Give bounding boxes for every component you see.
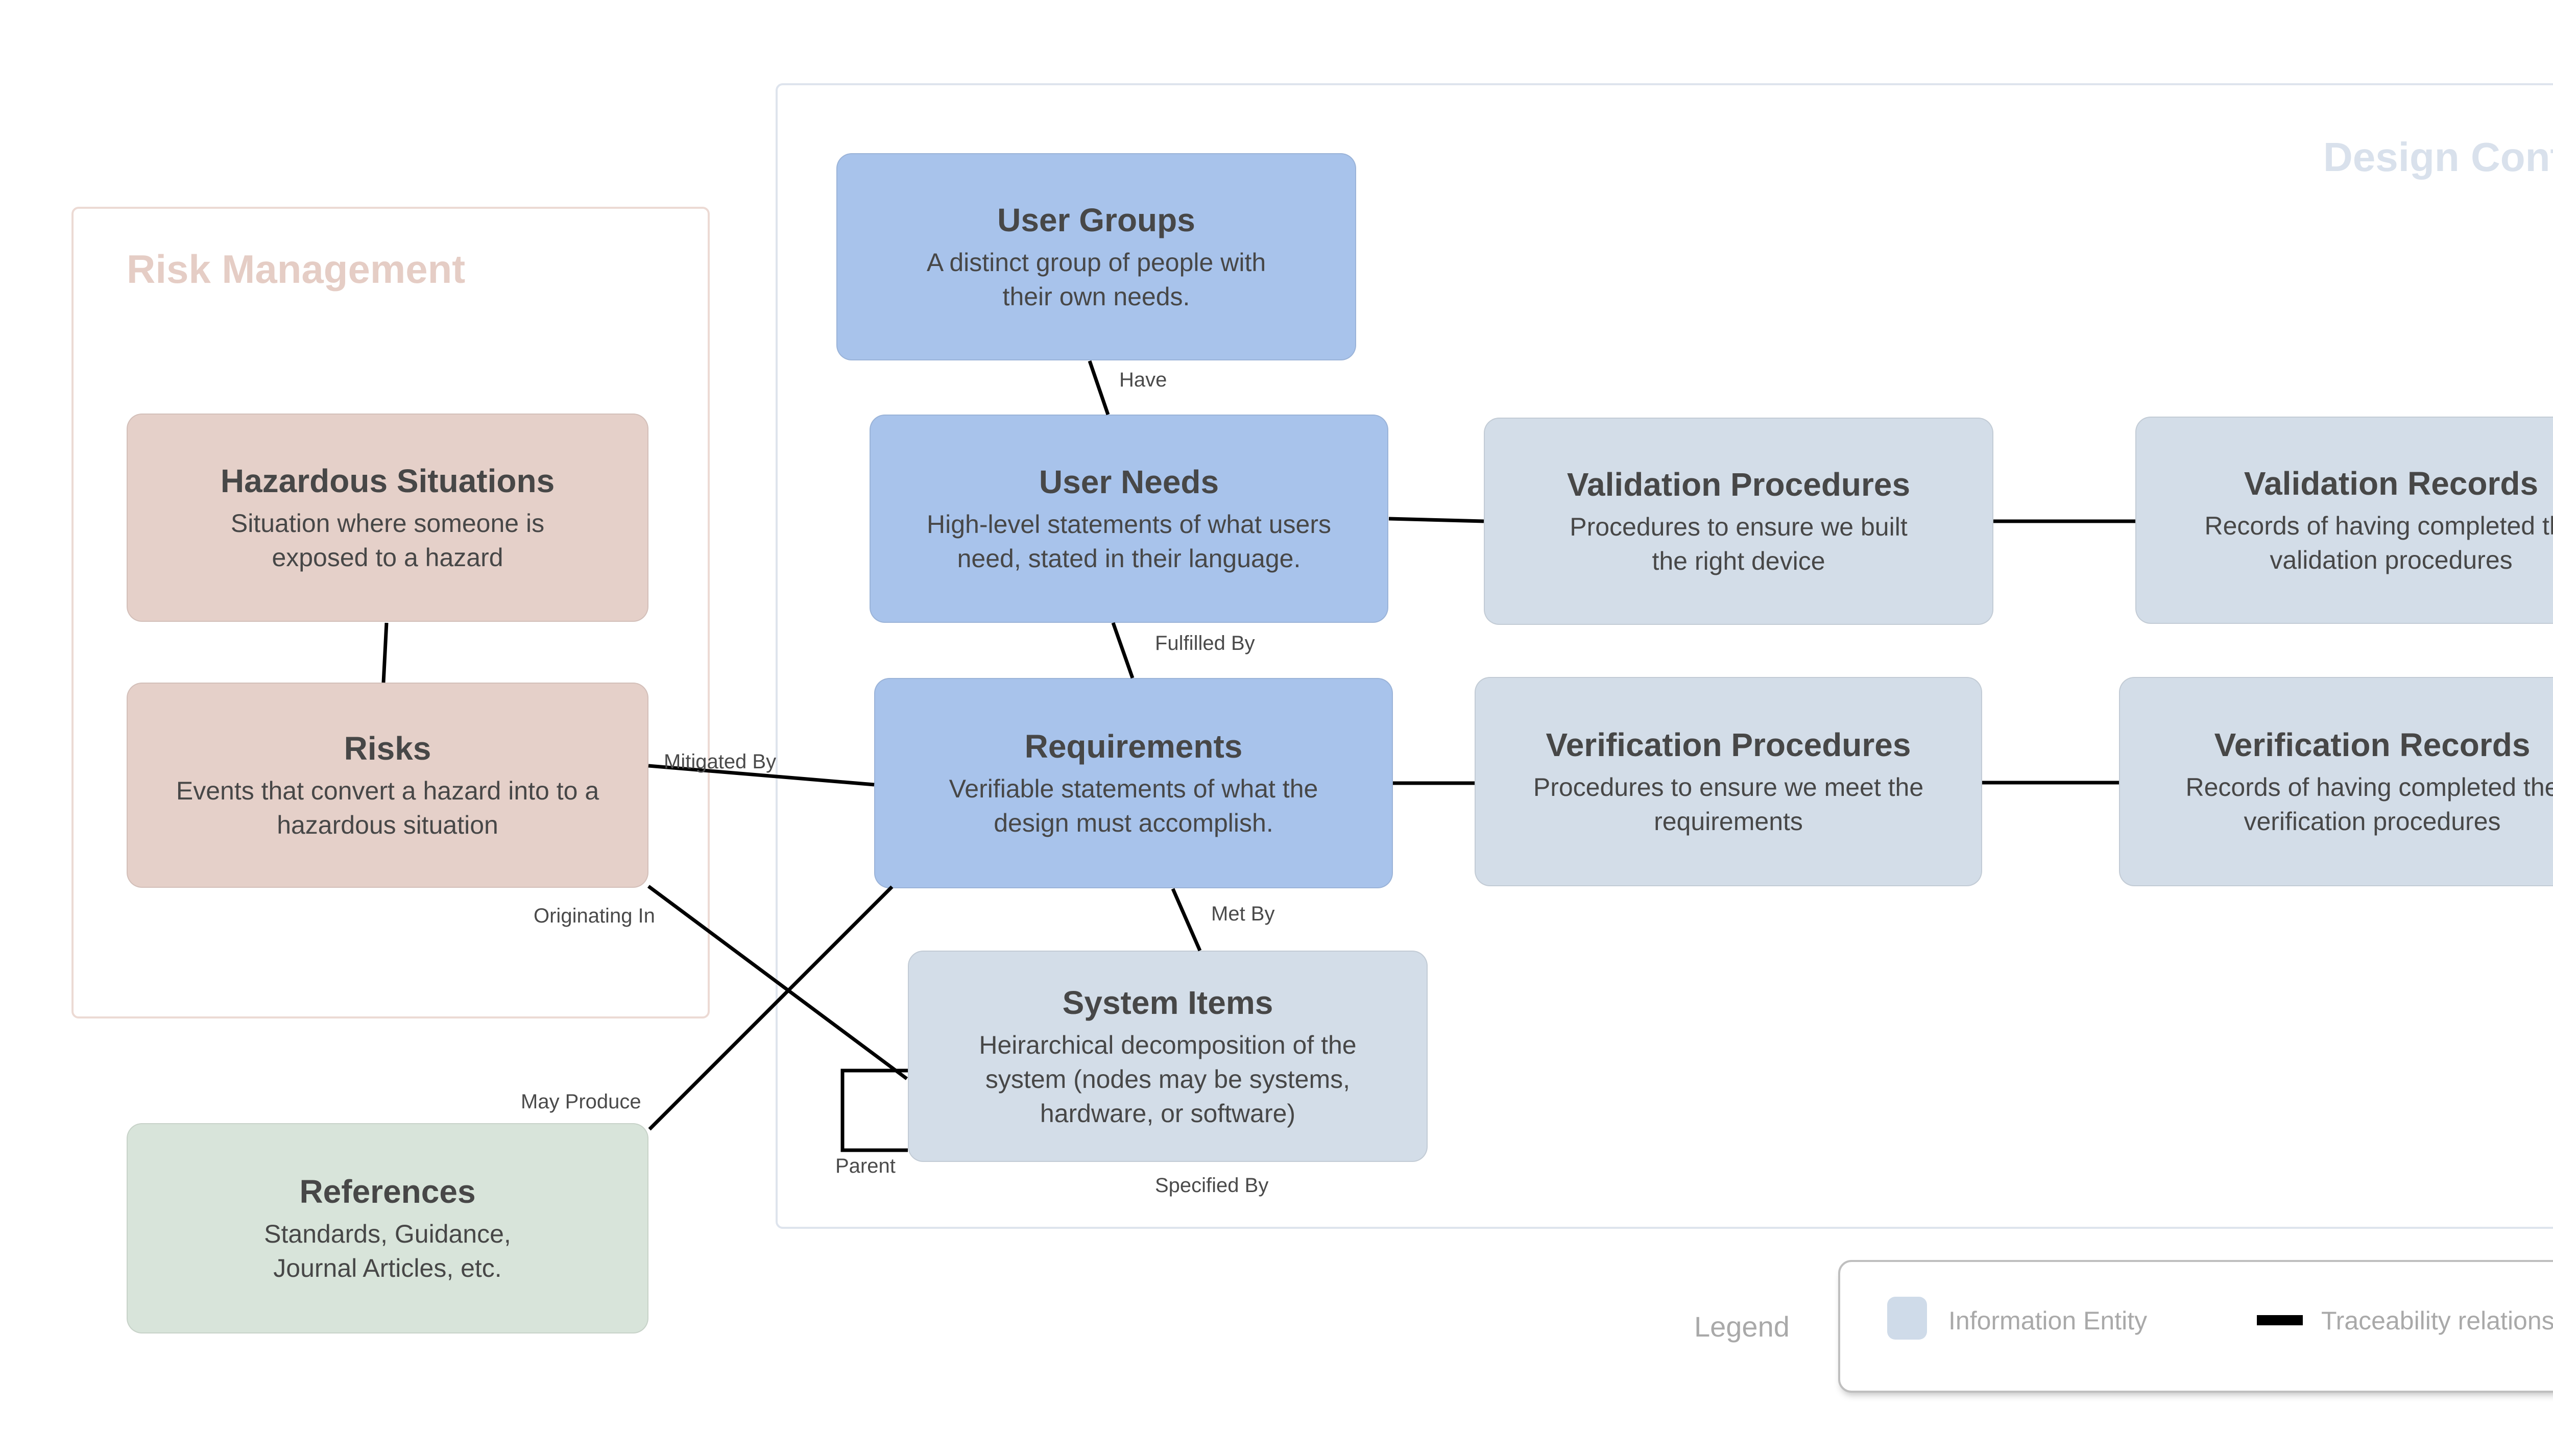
risk-management-container xyxy=(71,207,710,1018)
node-user-needs-title: User Needs xyxy=(1039,464,1219,500)
node-verification-procedures-description: Procedures to ensure we meet the require… xyxy=(1533,773,1924,836)
node-validation-records: Validation Records Records of having com… xyxy=(2135,417,2553,624)
edge-label-mitigated-by: Mitigated By xyxy=(664,750,777,773)
node-risks: Risks Events that convert a hazard into … xyxy=(127,683,648,888)
legend-relationship-label: Traceability relationship xyxy=(2321,1306,2553,1335)
node-user-groups-title: User Groups xyxy=(997,202,1195,238)
node-system-items-description: Heirarchical decomposition of the system… xyxy=(979,1030,1357,1128)
legend-box: Information Entity Traceability relation… xyxy=(1838,1260,2553,1393)
edge-label-met-by: Met By xyxy=(1211,903,1275,925)
node-user-needs: User Needs High-level statements of what… xyxy=(870,415,1388,623)
node-references-title: References xyxy=(299,1173,476,1210)
node-user-groups: User Groups A distinct group of people w… xyxy=(836,153,1356,360)
edge-label-originating-in: Originating In xyxy=(534,905,655,927)
node-hazardous-situations-title: Hazardous Situations xyxy=(220,463,555,499)
information-entity-swatch-icon xyxy=(1887,1297,1927,1340)
node-validation-procedures-description: Procedures to ensure we built the right … xyxy=(1570,513,1908,575)
node-verification-procedures-title: Verification Procedures xyxy=(1546,726,1911,763)
node-user-groups-description: A distinct group of people with their ow… xyxy=(926,248,1266,311)
node-verification-records-title: Verification Records xyxy=(2214,726,2531,763)
node-validation-procedures-title: Validation Procedures xyxy=(1567,466,1911,503)
node-validation-procedures: Validation Procedures Procedures to ensu… xyxy=(1484,418,1993,625)
node-references-description: Standards, Guidance, Journal Articles, e… xyxy=(264,1220,511,1282)
node-requirements-description: Verifiable statements of what the design… xyxy=(949,774,1318,837)
edge-label-fulfilled-by: Fulfilled By xyxy=(1155,632,1255,654)
node-hazardous-situations-description: Situation where someone is exposed to a … xyxy=(230,509,545,572)
risk-management-title: Risk Management xyxy=(127,247,466,292)
edge-label-specified-by: Specified By xyxy=(1155,1174,1269,1197)
edge-label-parent: Parent xyxy=(835,1155,896,1177)
design-controls-title: Design Controls xyxy=(2323,134,2553,180)
edge-label-may-produce: May Produce xyxy=(521,1090,641,1113)
node-hazardous-situations: Hazardous Situations Situation where som… xyxy=(127,414,648,622)
node-risks-description: Events that convert a hazard into to a h… xyxy=(176,776,599,839)
node-system-items-title: System Items xyxy=(1062,984,1273,1021)
edge-label-have: Have xyxy=(1119,369,1167,391)
node-verification-procedures: Verification Procedures Procedures to en… xyxy=(1475,677,1982,886)
node-system-items: System Items Heirarchical decomposition … xyxy=(908,951,1428,1162)
design-controls-container xyxy=(776,83,2553,1229)
legend-entity-label: Information Entity xyxy=(1948,1306,2148,1335)
node-requirements: Requirements Verifiable statements of wh… xyxy=(874,678,1393,888)
node-user-needs-description: High-level statements of what users need… xyxy=(926,510,1332,573)
traceability-line-icon xyxy=(2257,1315,2303,1325)
node-risks-title: Risks xyxy=(344,730,431,767)
node-verification-records: Verification Records Records of having c… xyxy=(2119,677,2553,886)
node-references: References Standards, Guidance, Journal … xyxy=(127,1123,648,1333)
node-validation-records-description: Records of having completed the validati… xyxy=(2204,512,2553,574)
node-validation-records-title: Validation Records xyxy=(2244,465,2539,502)
node-verification-records-description: Records of having completed the verifica… xyxy=(2185,773,2553,836)
node-requirements-title: Requirements xyxy=(1024,728,1243,765)
legend-label: Legend xyxy=(1694,1311,1790,1343)
